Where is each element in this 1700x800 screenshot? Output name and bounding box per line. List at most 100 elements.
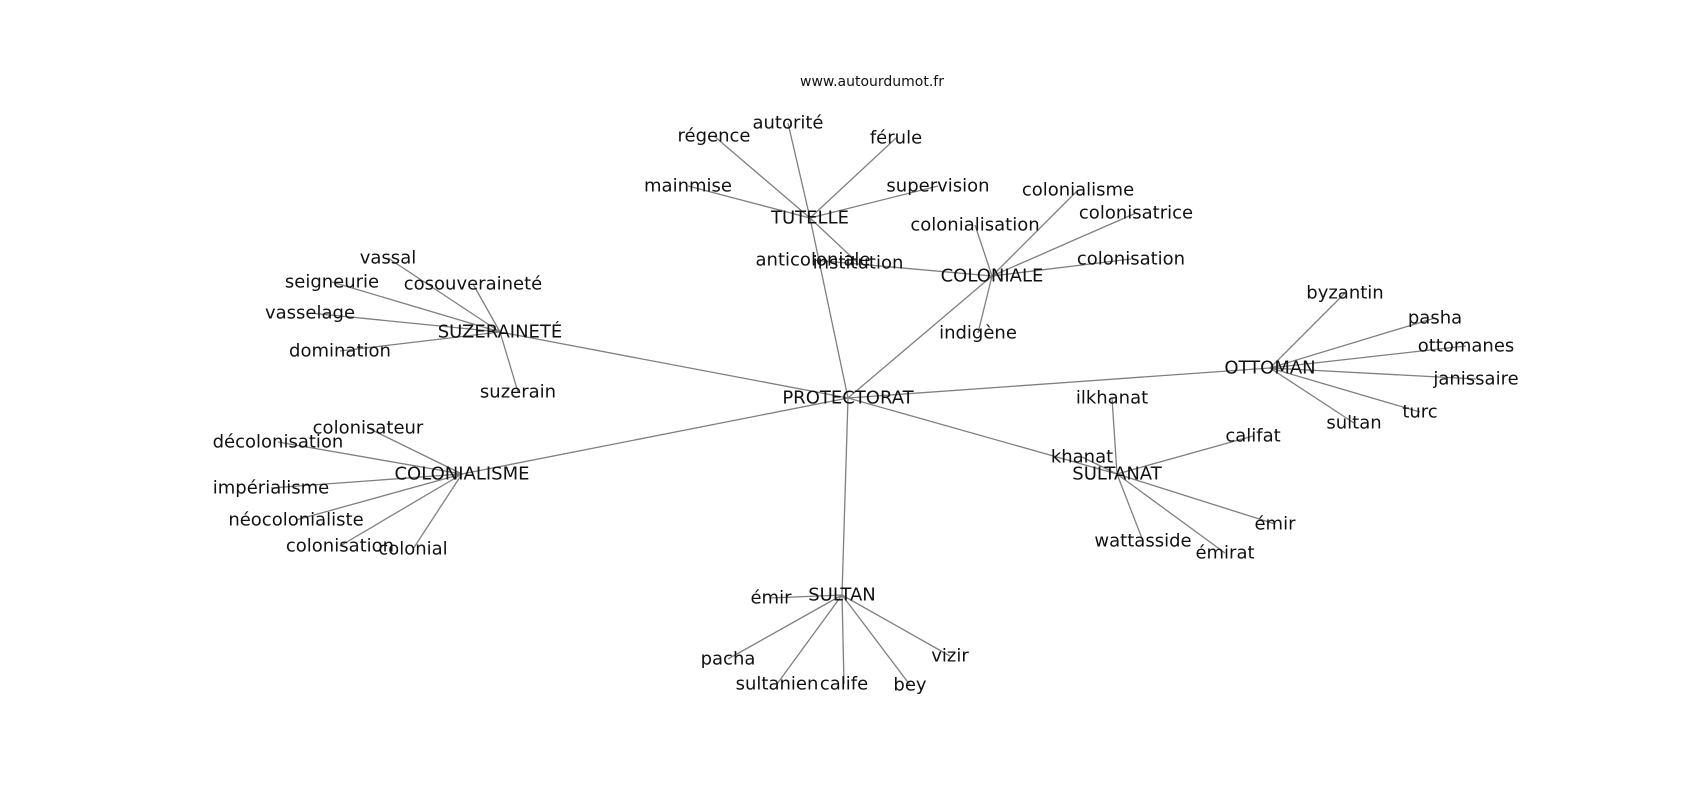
leaf-node-sultanat-ilkhanat: ilkhanat	[1076, 388, 1148, 409]
edge-sultanat-califat	[1116, 435, 1254, 475]
edge-coloniale-colonisatrice	[991, 212, 1137, 277]
leaf-node-tutelle-autorite: autorité	[752, 113, 823, 134]
edge-ottoman-ottomanes	[1269, 345, 1467, 369]
leaf-node-sultan-pacha: pacha	[701, 649, 756, 670]
edge-ottoman-pasha	[1269, 317, 1436, 369]
hub-node-sultan: SULTAN	[808, 585, 876, 606]
edge-colonialisme-colonisateur	[367, 427, 463, 475]
edge-sultanat-emirat	[1116, 473, 1226, 554]
leaf-node-tutelle-supervision: supervision	[886, 176, 989, 197]
leaf-node-coloniale-colonisatrice: colonisatrice	[1079, 203, 1193, 224]
leaf-node-sultan-bey: bey	[893, 675, 927, 696]
leaf-node-ottoman-ottomanes: ottomanes	[1418, 336, 1515, 357]
leaf-node-sultan-calife: calife	[820, 674, 868, 695]
edge-center-ottoman	[847, 367, 1271, 399]
edge-tutelle-ferule	[809, 137, 897, 219]
hub-node-ottoman: OTTOMAN	[1224, 358, 1315, 379]
leaf-node-tutelle-institution: institution	[813, 253, 904, 274]
leaf-node-ottoman-janissaire: janissaire	[1432, 369, 1518, 390]
edge-suzerainete-domination	[339, 331, 501, 352]
edge-sultan-vizir	[841, 594, 951, 657]
leaf-node-tutelle-ferule: férule	[870, 128, 922, 149]
edge-center-suzerainete	[499, 331, 849, 399]
leaf-node-suzerainete-vasselage: vasselage	[265, 303, 355, 324]
edge-sultan-bey	[841, 594, 911, 686]
leaf-node-sultan-sultanien: sultanien	[736, 674, 819, 695]
edge-suzerainete-vasselage	[309, 312, 501, 333]
leaf-node-colonialisme-colonisateur: colonisateur	[313, 418, 424, 439]
leaf-node-sultan-vizir: vizir	[931, 646, 969, 667]
edge-sultanat-khanat	[1081, 456, 1118, 475]
center-node-label: PROTECTORAT	[782, 388, 914, 409]
edge-ottoman-byzantin	[1269, 292, 1346, 369]
edge-tutelle-supervision	[809, 185, 939, 219]
leaf-node-suzerainete-seigneurie: seigneurie	[285, 272, 379, 293]
leaf-node-sultanat-wattasside: wattasside	[1094, 531, 1191, 552]
edge-suzerainete-vassal	[387, 257, 501, 333]
hub-node-colonialisme: COLONIALISME	[394, 464, 529, 485]
leaf-node-coloniale-anticoloniale: anticoloniale	[756, 250, 871, 271]
hub-node-sultanat: SULTANAT	[1072, 464, 1162, 485]
edge-ottoman-turc	[1269, 367, 1421, 413]
edge-coloniale-colonialisation	[974, 224, 993, 277]
leaf-node-ottoman-pasha: pasha	[1408, 308, 1462, 329]
edge-coloniale-anticoloniale	[812, 259, 993, 277]
edge-suzerainete-seigneurie	[331, 281, 501, 333]
leaf-node-suzerainete-cosouverainete: cosouveraineté	[404, 274, 542, 295]
edge-tutelle-institution	[809, 217, 859, 264]
leaf-node-sultanat-khanat: khanat	[1051, 447, 1113, 468]
edge-suzerainete-cosouverainete	[472, 283, 501, 333]
leaf-node-ottoman-byzantin: byzantin	[1306, 283, 1383, 304]
hub-node-coloniale: COLONIALE	[941, 266, 1044, 287]
edge-colonialisme-colonial	[412, 473, 463, 550]
leaf-node-tutelle-regence: régence	[678, 126, 751, 147]
edge-sultanat-wattasside	[1116, 473, 1144, 542]
leaf-node-suzerainete-suzerain: suzerain	[480, 382, 556, 403]
leaf-node-coloniale-colonialisme: colonialisme	[1022, 180, 1134, 201]
hub-node-tutelle: TUTELLE	[770, 208, 849, 229]
leaf-node-suzerainete-domination: domination	[289, 341, 391, 362]
edge-sultanat-ilkhanat	[1111, 397, 1118, 475]
leaf-node-sultanat-emir: émir	[1254, 514, 1296, 535]
edge-sultanat-emir	[1116, 473, 1276, 525]
leaf-node-suzerainete-vassal: vassal	[360, 248, 416, 269]
edge-sultan-emir	[770, 594, 843, 599]
edge-tutelle-autorite	[787, 122, 811, 219]
edge-sultan-sultanien	[776, 594, 843, 685]
edge-tutelle-regence	[713, 135, 811, 219]
edge-coloniale-colonialisme	[991, 189, 1079, 277]
edge-coloniale-indigene	[977, 275, 993, 334]
edge-ottoman-sultan	[1269, 367, 1355, 424]
leaf-node-sultanat-califat: califat	[1225, 426, 1280, 447]
leaf-node-colonialisme-colonial: colonial	[378, 539, 447, 560]
edge-colonialisme-neocolonialiste	[295, 473, 463, 521]
edge-suzerainete-suzerain	[499, 331, 519, 393]
leaf-node-sultanat-emirat: émirat	[1195, 543, 1254, 564]
edge-colonialisme-colonisation	[339, 473, 463, 547]
edge-colonialisme-decolonisation	[277, 441, 463, 475]
edge-center-colonialisme	[461, 397, 849, 475]
leaf-node-ottoman-sultan: sultan	[1326, 413, 1381, 434]
edge-sultan-calife	[841, 594, 845, 685]
leaf-node-colonialisme-colonisation: colonisation	[286, 536, 394, 557]
leaf-node-colonialisme-neocolonialiste: néocolonialiste	[228, 510, 363, 531]
edge-coloniale-colonisation	[991, 258, 1132, 277]
leaf-node-coloniale-colonisation: colonisation	[1077, 249, 1185, 270]
leaf-node-sultan-emir: émir	[750, 588, 792, 609]
edge-ottoman-janissaire	[1269, 367, 1477, 380]
leaf-node-colonialisme-decolonisation: décolonisation	[213, 432, 344, 453]
edge-sultan-pacha	[727, 594, 843, 660]
edge-center-tutelle	[809, 217, 849, 399]
edge-center-coloniale	[847, 275, 993, 399]
leaf-node-tutelle-mainmise: mainmise	[644, 176, 732, 197]
edge-center-sultanat	[847, 397, 1118, 475]
leaf-node-coloniale-indigene: indigène	[939, 323, 1017, 344]
edge-tutelle-mainmise	[687, 185, 811, 219]
hub-node-suzerainete: SUZERAINETÉ	[438, 321, 563, 343]
leaf-node-colonialisme-imperialisme: impérialisme	[213, 478, 329, 499]
source-watermark: www.autourdumot.fr	[800, 74, 944, 90]
graph-edges	[270, 122, 1477, 686]
leaf-node-ottoman-turc: turc	[1402, 402, 1437, 423]
